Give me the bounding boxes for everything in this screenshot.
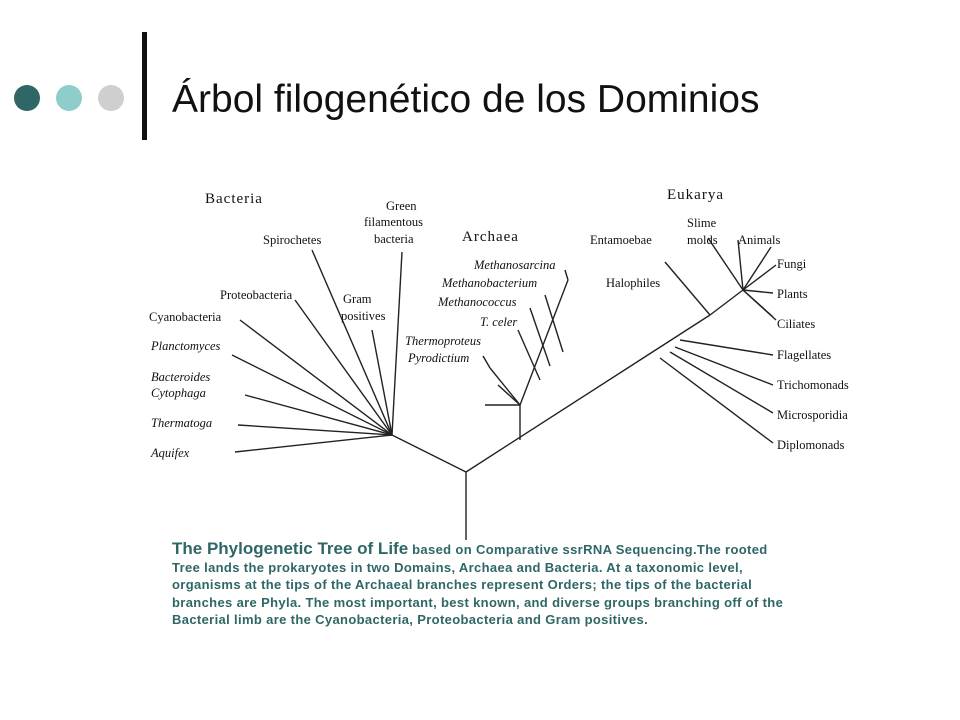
label-bacteria-word: bacteria [374,232,414,246]
label-methanobacterium: Methanobacterium [441,276,537,290]
label-proteobacteria: Proteobacteria [220,288,293,302]
label-entamoebae: Entamoebae [590,233,652,247]
label-tceler: T. celer [480,315,517,329]
domain-bacteria: Bacteria [205,191,263,207]
bullet-dots [14,85,124,115]
figure-caption: The Phylogenetic Tree of Life based on C… [172,540,792,629]
label-green: Green [386,199,417,213]
label-planctomyces: Planctomyces [150,339,221,353]
label-thermoproteus: Thermoproteus [405,334,481,348]
label-cytophaga: Cytophaga [151,386,206,400]
label-methanosarcina: Methanosarcina [473,258,555,272]
label-plants: Plants [777,287,808,301]
label-halophiles: Halophiles [606,276,660,290]
slide-title: Árbol filogenético de los Dominios [172,78,760,121]
label-methanococcus: Methanococcus [437,295,517,309]
label-gram: Gram [343,292,372,306]
label-pyrodictium: Pyrodictium [407,351,469,365]
caption-lead: The Phylogenetic Tree of Life [172,539,409,558]
light-teal-dot [56,85,82,111]
caption-body: based on Comparative ssrRNA Sequencing.T… [172,542,784,627]
label-diplomonads: Diplomonads [777,438,844,452]
title-divider [142,32,147,144]
label-thermatoga: Thermatoga [151,416,212,430]
label-animals: Animals [738,233,780,247]
domain-eukarya: Eukarya [667,187,724,203]
label-cyanobacteria: Cyanobacteria [149,310,222,324]
gray-dot [98,85,124,111]
label-microsporidia: Microsporidia [777,408,848,422]
label-flagellates: Flagellates [777,348,831,362]
label-filamentous: filamentous [364,215,423,229]
label-positives: positives [341,309,386,323]
label-bacteroides: Bacteroides [151,370,210,384]
label-molds: molds [687,233,718,247]
label-ciliates: Ciliates [777,317,815,331]
tree-branches [231,237,777,540]
dark-teal-dot [14,85,40,111]
label-slime: Slime [687,216,717,230]
domain-archaea: Archaea [462,229,519,245]
label-aquifex: Aquifex [150,446,190,460]
phylogenetic-tree-figure: Bacteria Archaea Eukarya Green filamento… [140,140,890,550]
label-spirochetes: Spirochetes [263,233,321,247]
label-fungi: Fungi [777,257,807,271]
phylogenetic-tree-svg: Bacteria Archaea Eukarya Green filamento… [149,187,849,540]
label-trichomonads: Trichomonads [777,378,849,392]
